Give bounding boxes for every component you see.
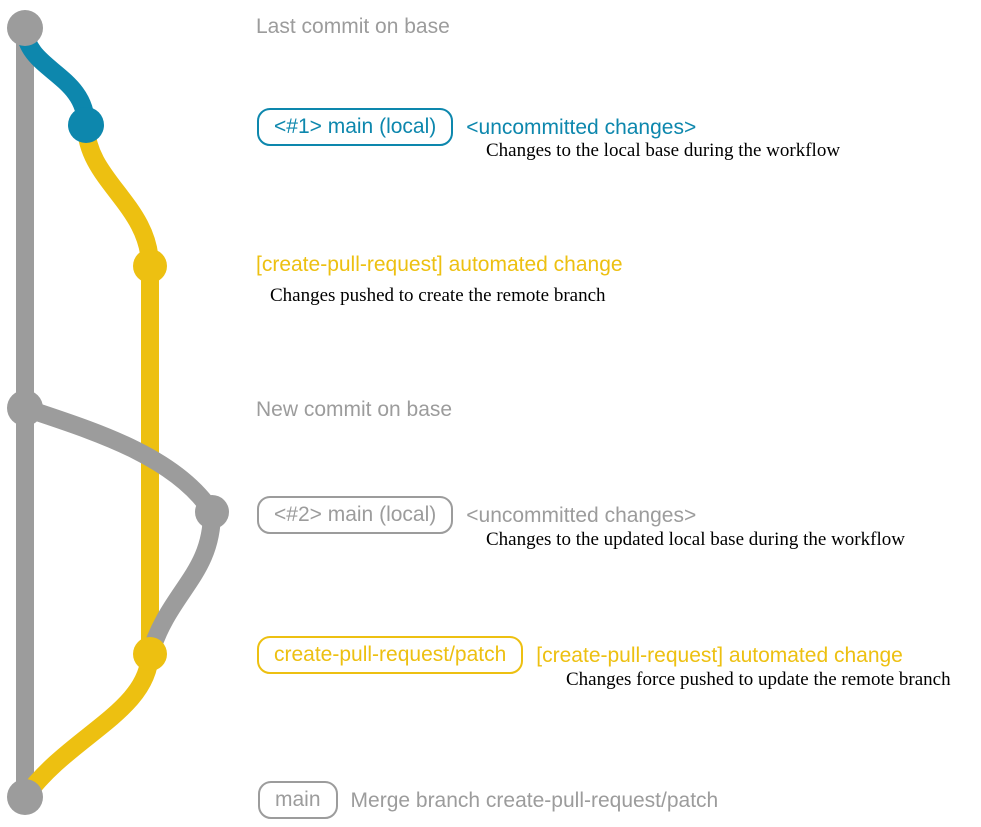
- commit-description-1: Changes to the local base during the wor…: [486, 140, 841, 161]
- commit-subject-3: <uncommitted changes>: [466, 503, 697, 527]
- commit-row-4: create-pull-request/patch [create-pull-r…: [257, 636, 903, 674]
- edge-local-2-to-patch-2: [141, 503, 221, 663]
- commit-description-4: Changes force pushed to update the remot…: [566, 669, 951, 690]
- commit-description-2: Changes pushed to create the remote bran…: [270, 285, 606, 306]
- commit-subject-4: [create-pull-request] automated change: [536, 643, 903, 667]
- branch-pill-main[interactable]: main: [258, 781, 338, 819]
- edge-patch-2-to-base-3: [16, 645, 159, 806]
- commit-node-local-2[interactable]: [195, 495, 229, 529]
- edge-base-2-to-local-2: [16, 399, 221, 521]
- branch-pill-create-pull-request-patch[interactable]: create-pull-request/patch: [257, 636, 524, 674]
- commit-subject-2: [create-pull-request] automated change: [256, 253, 623, 276]
- commit-description-3: Changes to the updated local base during…: [486, 529, 905, 550]
- commit-node-base-3[interactable]: [7, 779, 43, 815]
- branch-pill-main-local-1[interactable]: <#1> main (local): [257, 108, 454, 146]
- commit-node-patch-1[interactable]: [133, 249, 167, 283]
- commit-row-5: main Merge branch create-pull-request/pa…: [258, 781, 718, 819]
- commit-subject-5: Merge branch create-pull-request/patch: [350, 788, 719, 812]
- commit-node-patch-2[interactable]: [133, 637, 167, 671]
- label-new-commit-on-base: New commit on base: [256, 398, 453, 421]
- commit-row-1: <#1> main (local) <uncommitted changes>: [257, 108, 696, 146]
- commit-row-3: <#2> main (local) <uncommitted changes>: [257, 496, 696, 534]
- branch-pill-main-local-2[interactable]: <#2> main (local): [257, 496, 454, 534]
- edge-local-1-to-patch-1: [77, 116, 159, 275]
- commit-node-base-1[interactable]: [7, 10, 43, 46]
- commit-subject-1: <uncommitted changes>: [466, 115, 697, 139]
- commit-node-base-2[interactable]: [7, 390, 43, 426]
- commit-node-local-1[interactable]: [68, 107, 104, 143]
- label-last-commit-on-base: Last commit on base: [256, 15, 450, 38]
